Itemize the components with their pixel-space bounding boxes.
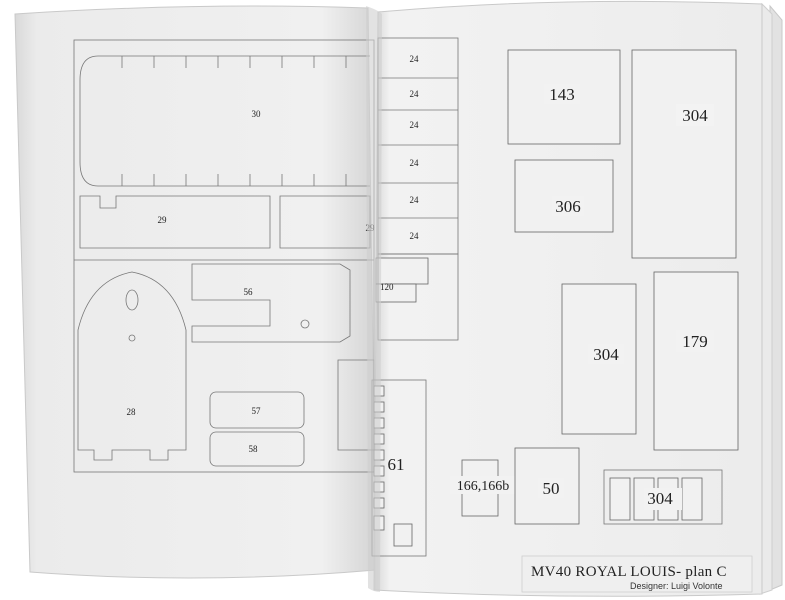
part-30-outline <box>79 55 370 187</box>
part-56 <box>191 263 351 343</box>
label-strip-24: 24 <box>410 231 420 241</box>
label-strip-24: 24 <box>410 195 420 205</box>
part-29-left <box>79 195 271 249</box>
left-page: 30 29 29 28 56 57 58 <box>14 5 377 579</box>
label-part-29: 29 <box>158 215 168 225</box>
gutter-shadow <box>366 6 382 592</box>
part-58 <box>209 431 305 467</box>
designer-credit: Designer: Luigi Volonte <box>630 581 723 591</box>
part-179 <box>653 271 739 451</box>
part-304-loops <box>631 49 737 259</box>
label-part-61: 61 <box>388 455 405 474</box>
label-part-304-c: 304 <box>647 489 673 508</box>
part-28 <box>77 271 187 461</box>
label-part-30: 30 <box>252 109 262 119</box>
label-strip-24: 24 <box>410 120 420 130</box>
part-57 <box>209 391 305 429</box>
label-part-179: 179 <box>682 332 708 351</box>
part-304-bottom <box>603 469 723 525</box>
label-part-58: 58 <box>249 444 259 454</box>
right-page: 24 24 24 24 24 24 120 61 143 <box>371 0 763 597</box>
label-part-50: 50 <box>543 479 560 498</box>
label-part-120: 120 <box>380 282 394 292</box>
part-grid-120 <box>375 257 429 303</box>
label-part-143: 143 <box>549 85 575 104</box>
label-part-306: 306 <box>555 197 581 216</box>
label-strip-24: 24 <box>410 89 420 99</box>
label-strip-24: 24 <box>410 158 420 168</box>
label-part-57: 57 <box>252 406 262 416</box>
label-part-304-b: 304 <box>593 345 619 364</box>
label-part-56: 56 <box>244 287 254 297</box>
page-edges <box>759 2 783 595</box>
label-part-166: 166,166b <box>457 479 510 494</box>
label-part-304-a: 304 <box>682 106 708 125</box>
label-strip-24: 24 <box>410 54 420 64</box>
label-part-28: 28 <box>127 407 137 417</box>
plan-title: MV40 ROYAL LOUIS- plan C <box>531 564 727 580</box>
